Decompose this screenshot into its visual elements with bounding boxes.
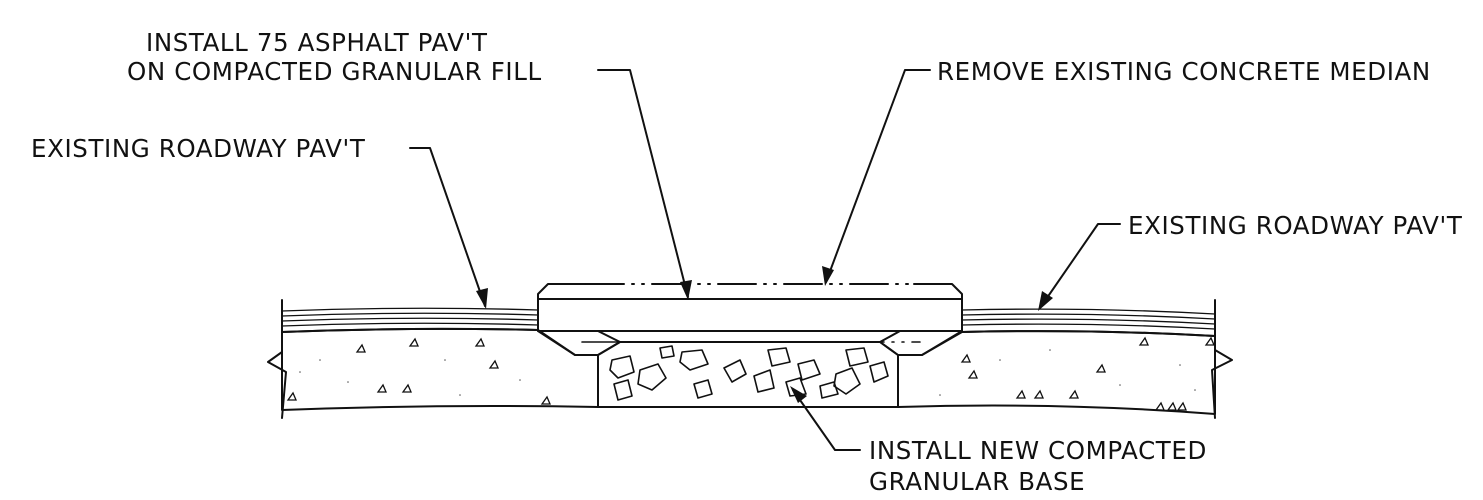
- new-granular-base: [597, 341, 899, 408]
- leader-granular-base: [790, 386, 861, 451]
- leader-existing-left: [409, 147, 488, 309]
- label-existing-pavement-right: EXISTING ROADWAY PAV'T: [1128, 211, 1463, 240]
- leader-asphalt: [597, 69, 692, 300]
- concrete-dots: [299, 349, 1196, 396]
- granular-stones: [609, 345, 889, 401]
- label-granular-base-line2: GRANULAR BASE: [869, 467, 1085, 496]
- removed-concrete-median-outline: [537, 283, 963, 343]
- label-existing-pavement-left: EXISTING ROADWAY PAV'T: [31, 134, 366, 163]
- concrete-aggregate-marks: [286, 336, 1215, 411]
- leader-remove-median: [822, 69, 931, 286]
- new-asphalt-pavement: [537, 298, 963, 332]
- label-granular-base-line1: INSTALL NEW COMPACTED: [869, 436, 1207, 465]
- label-remove-median: REMOVE EXISTING CONCRETE MEDIAN: [937, 57, 1431, 86]
- break-line-left: [267, 299, 287, 419]
- existing-concrete-slab-right: [897, 330, 1216, 415]
- existing-concrete-slab-left: [281, 327, 599, 411]
- label-asphalt-line1: INSTALL 75 ASPHALT PAV'T: [146, 28, 488, 57]
- label-asphalt-line2: ON COMPACTED GRANULAR FILL: [127, 57, 542, 86]
- leader-existing-right: [1038, 223, 1121, 311]
- break-line-right: [1211, 299, 1233, 419]
- existing-asphalt-layers-left: [281, 307, 539, 333]
- existing-asphalt-layers-right: [961, 308, 1216, 337]
- asphalt-edge-tapers: [537, 330, 963, 356]
